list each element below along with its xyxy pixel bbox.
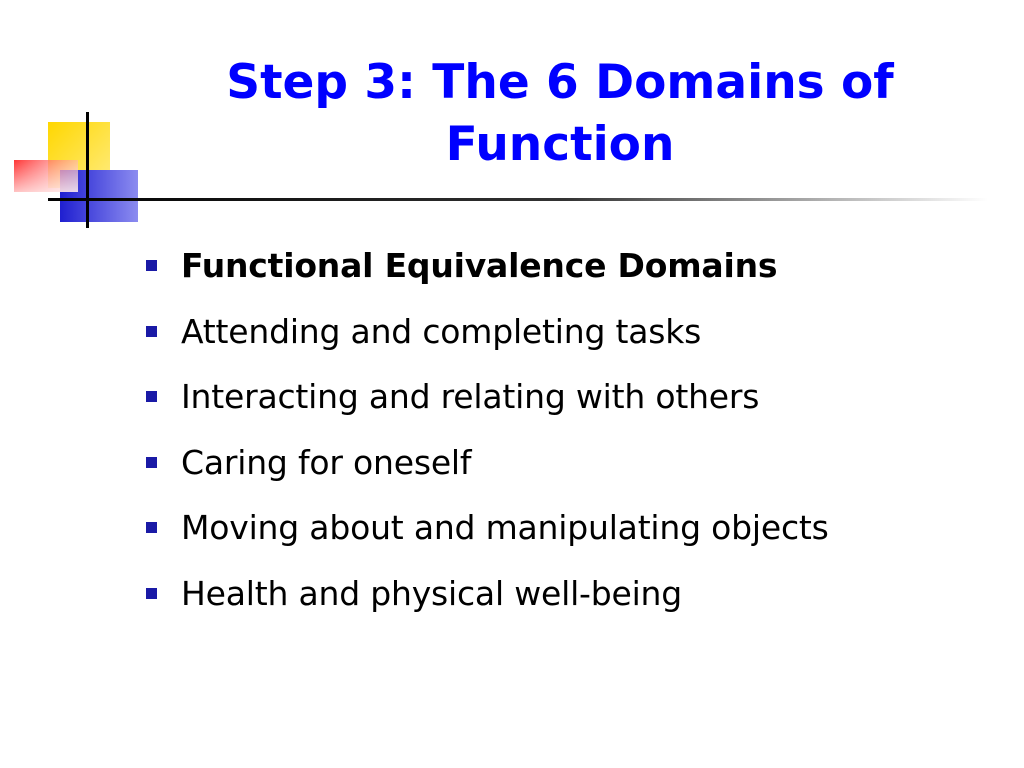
corner-decoration <box>14 112 988 228</box>
bullet-text: Interacting and relating with others <box>181 377 760 417</box>
square-bullet-icon <box>146 325 157 337</box>
square-bullet-icon <box>146 260 157 272</box>
list-item: Caring for oneself <box>146 430 829 496</box>
bullet-heading: Functional Equivalence Domains <box>181 246 778 286</box>
bullet-list: Functional Equivalence Domains Attending… <box>146 233 829 626</box>
list-item: Attending and completing tasks <box>146 299 829 365</box>
square-bullet-icon <box>146 391 157 403</box>
square-bullet-icon <box>146 456 157 468</box>
bullet-text: Health and physical well-being <box>181 573 683 613</box>
list-item: Interacting and relating with others <box>146 364 829 430</box>
deco-vertical-line <box>86 112 89 228</box>
page-title: Step 3: The 6 Domains of Function <box>226 55 894 172</box>
title-rule <box>48 198 988 201</box>
square-bullet-icon <box>146 587 157 599</box>
list-item: Moving about and manipulating objects <box>146 495 829 561</box>
square-bullet-icon <box>146 522 157 534</box>
bullet-text: Attending and completing tasks <box>181 311 702 351</box>
bullet-text: Caring for oneself <box>181 442 472 482</box>
bullet-text: Moving about and manipulating objects <box>181 508 829 548</box>
list-item: Health and physical well-being <box>146 561 829 627</box>
list-item: Functional Equivalence Domains <box>146 233 829 299</box>
